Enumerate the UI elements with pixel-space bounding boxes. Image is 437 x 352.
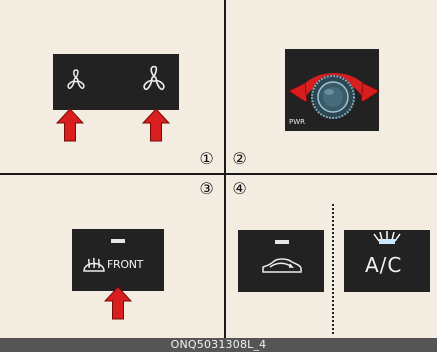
horizontal-divider (0, 173, 437, 175)
up-arrow-icon (142, 108, 170, 142)
up-arrow-icon (104, 286, 132, 320)
dotted-separator (332, 204, 334, 334)
defrost-label: FRONT (107, 258, 143, 271)
fan-low-button[interactable] (61, 64, 97, 100)
vertical-divider (224, 0, 226, 338)
front-defrost-icon (82, 255, 106, 275)
step-number-1: ① (197, 149, 216, 168)
power-knob[interactable] (310, 74, 356, 120)
ac-button[interactable]: A/C (352, 250, 422, 284)
image-caption: ONQ5031308L_4 (0, 338, 437, 352)
indicator-light-icon (371, 230, 403, 246)
recirculation-indicator-light (275, 240, 289, 244)
fan-high-button[interactable] (137, 62, 173, 102)
up-arrow-icon (56, 108, 84, 142)
ac-label: A/C (365, 253, 402, 277)
knob-icon (310, 74, 356, 120)
fan-icon (139, 64, 169, 94)
recirculation-button[interactable] (252, 252, 312, 282)
fan-icon (64, 68, 88, 92)
car-recirculation-icon (261, 256, 303, 278)
step-number-3: ③ (197, 179, 216, 198)
front-defrost-button[interactable]: FRONT (78, 252, 160, 278)
power-knob-label: PWR (289, 118, 305, 126)
step-number-2: ② (230, 149, 249, 168)
defrost-indicator-light (111, 239, 125, 243)
step-number-4: ④ (230, 179, 249, 198)
